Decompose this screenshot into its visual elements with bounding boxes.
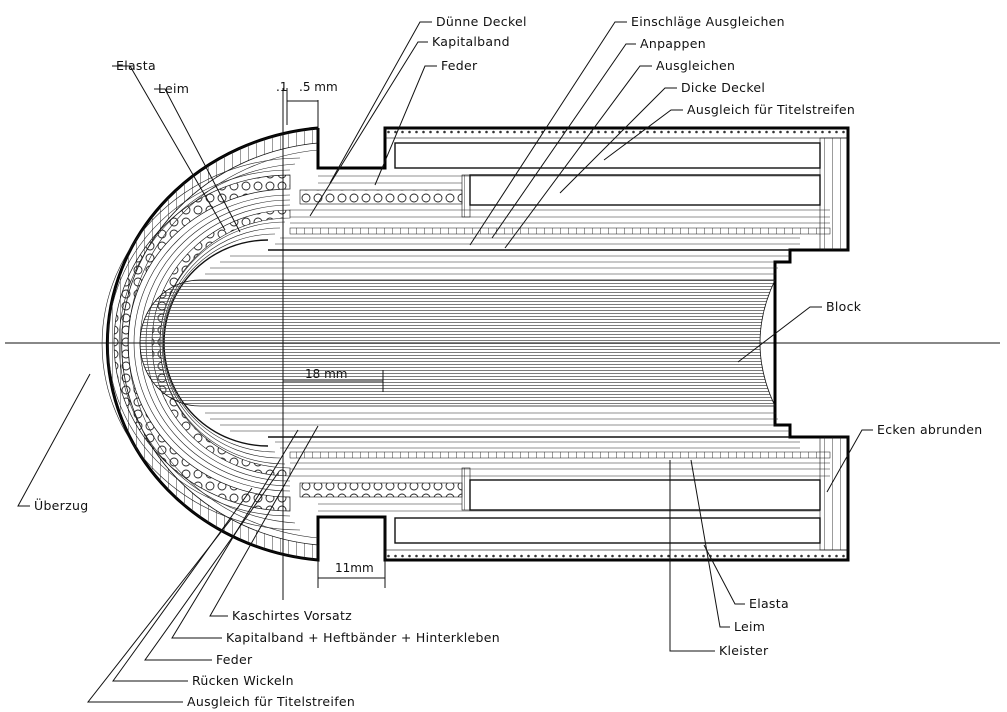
label-kleister: Kleister	[719, 643, 769, 658]
label-ausgleichen: Ausgleichen	[656, 58, 735, 73]
label-einschlaege: Einschläge Ausgleichen	[631, 14, 785, 29]
label-ausgleich-titel-top: Ausgleich für Titelstreifen	[687, 102, 855, 117]
label-ecken-abrunden: Ecken abrunden	[877, 422, 982, 437]
label-kapitalband: Kapitalband	[432, 34, 510, 49]
dim-01: .1	[276, 80, 287, 94]
label-elasta-bottom: Elasta	[749, 596, 789, 611]
label-leim-top: Leim	[158, 81, 189, 96]
leader-lines	[17, 21, 873, 703]
label-dicke-deckel: Dicke Deckel	[681, 80, 765, 95]
dim-18: 18 mm	[305, 367, 347, 381]
label-anpappen: Anpappen	[640, 36, 706, 51]
label-kapitalband-heft: Kapitalband + Heftbänder + Hinterkleben	[226, 630, 500, 645]
label-duenne-deckel: Dünne Deckel	[436, 14, 527, 29]
label-block: Block	[826, 299, 862, 314]
label-ruecken-wickeln: Rücken Wickeln	[192, 673, 294, 688]
label-leim-bottom: Leim	[734, 619, 765, 634]
spine-and-case	[101, 126, 850, 562]
dimension-lines	[282, 88, 386, 600]
label-ueberzug: Überzug	[34, 497, 88, 513]
label-elasta-top: Elasta	[116, 58, 156, 73]
label-kaschirtes-vorsatz: Kaschirtes Vorsatz	[232, 608, 352, 623]
label-feder-top: Feder	[441, 58, 478, 73]
dim-05: .5 mm	[299, 80, 338, 94]
label-feder-bottom: Feder	[216, 652, 253, 667]
label-ausgleich-titel-bottom: Ausgleich für Titelstreifen	[187, 694, 355, 709]
dim-11: 11mm	[335, 561, 374, 575]
